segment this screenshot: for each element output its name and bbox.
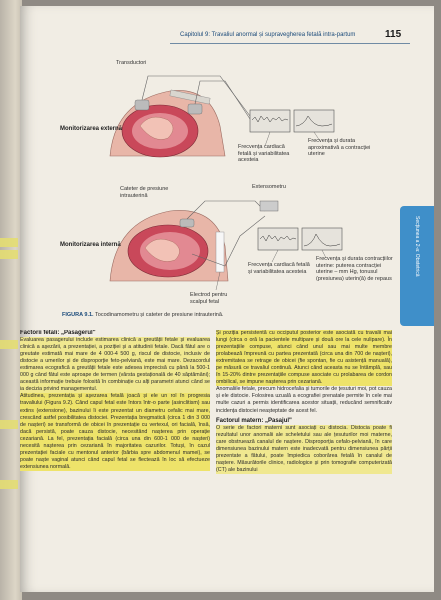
header-rule [170, 43, 410, 44]
section-heading-passage: Factorul matern: „Pasajul" [216, 417, 292, 424]
section-heading-passenger: Factorii fetali: „Pasagerul" [20, 330, 96, 336]
paragraph: Anomaliile fetale, precum hidrocefalia ș… [216, 386, 392, 414]
label-external-uc: Frecvența și durata aproximativă a contr… [308, 138, 371, 157]
label-external-monitoring: Monitorizarea externă [60, 126, 123, 132]
figure-caption: FIGURA 9.1. Tocodinamometru și cateter d… [62, 312, 224, 318]
label-internal-fhr: Frecvența cardiacă fetală și variabilita… [248, 262, 310, 275]
book-page: Capitolul 9: Travaliul anormal și suprav… [20, 6, 434, 592]
label-external-fhr: Frecvența cardiacă fetală și variabilita… [238, 144, 290, 163]
highlight-mark [0, 340, 18, 349]
page-number: 115 [385, 29, 402, 40]
label-extensometer: Extensometru [252, 184, 286, 190]
text-column-left: Factorii fetali: „Pasagerul" Evaluarea p… [20, 330, 210, 585]
paragraph: Și poziția persistentă cu occiputul post… [216, 330, 392, 387]
section-tab: Secțiunea a 2-a: Obstetrică [400, 206, 434, 326]
external-monitoring-drawing [109, 75, 335, 158]
label-catheter: Cateter de presiune intrauterină [120, 186, 169, 199]
text-column-right: Și poziția persistentă cu occiputul post… [216, 330, 392, 585]
label-electrode: Electrod pentru scalpul fetal [190, 292, 228, 305]
highlight-mark [0, 420, 18, 429]
highlight-mark [0, 480, 18, 489]
monitoring-illustration [109, 75, 343, 291]
label-internal-monitoring: Monitorizarea internă [60, 242, 121, 248]
highlight-mark [0, 250, 18, 259]
highlight-mark [0, 238, 18, 247]
label-internal-uc: Frecvența și durata contracțiilor uterin… [316, 256, 393, 282]
adjacent-page-edge [0, 0, 22, 600]
internal-monitoring-drawing [109, 200, 343, 291]
running-header: Capitolul 9: Travaliul anormal și suprav… [180, 32, 356, 38]
paragraph: Atitudinea, prezentația și aşezarea feta… [20, 393, 210, 471]
label-transducers: Transductori [116, 60, 147, 66]
paragraph: Evaluarea pasagerului include estimarea … [20, 337, 210, 394]
paragraph: O serie de factori materni sunt asociați… [216, 424, 392, 474]
